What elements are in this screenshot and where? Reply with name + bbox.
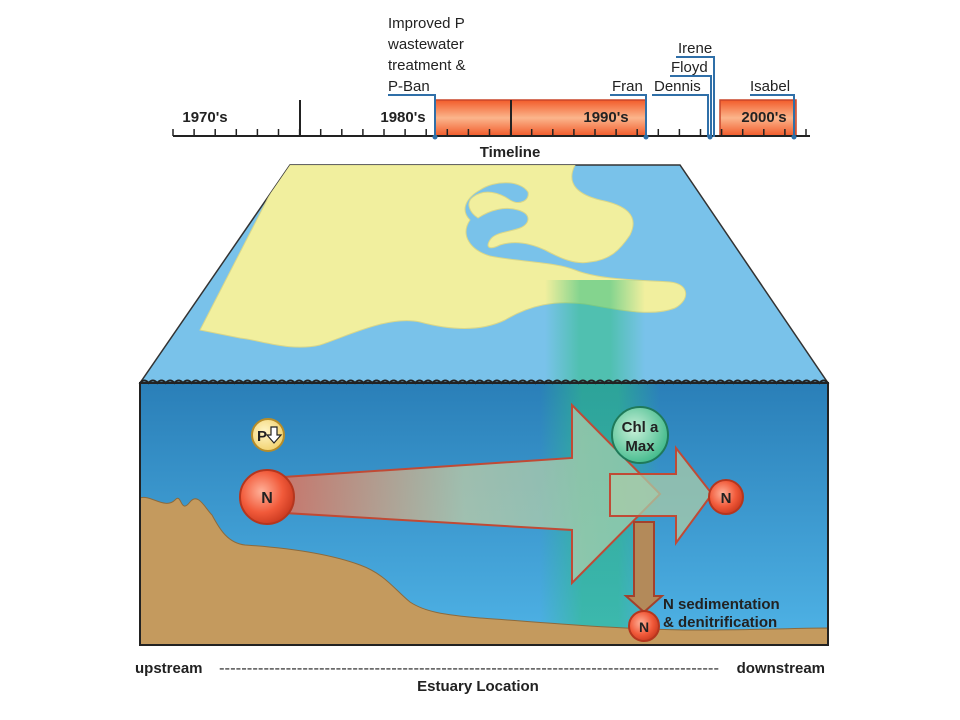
sediment-bed — [139, 496, 829, 646]
nitrogen-sediment-label: N — [639, 619, 649, 635]
map-bloom — [545, 280, 645, 383]
estuary-cross-section: N N N P Chl a Max N sedimentation & deni… — [139, 379, 829, 646]
estuary-map — [138, 164, 830, 384]
sedimentation-label-line-1: N sedimentation — [663, 596, 780, 613]
hurricane-isabel-dot — [791, 134, 797, 140]
chl-a-max: Chl a Max — [611, 406, 669, 464]
p-event-bracket — [388, 94, 436, 137]
hurricane-isabel-bracket — [750, 94, 795, 137]
decade-label-1990s: 1990's — [583, 109, 628, 126]
timeline: 1970's 1980's 1990's 2000's Timeline Imp… — [172, 15, 810, 161]
p-event-line-1: Improved P — [388, 15, 465, 32]
hurricane-isabel-label: Isabel — [750, 78, 790, 95]
sedimentation-label-line-2: & denitrification — [663, 614, 777, 631]
nitrogen-flow-arrow — [267, 402, 662, 586]
p-event-line-3: treatment & — [388, 57, 466, 74]
hurricane-floyd-label: Floyd — [671, 59, 708, 76]
chl-label-line-2: Max — [625, 438, 655, 455]
axis-upstream-label: upstream — [135, 660, 203, 677]
down-arrow-icon — [265, 426, 283, 444]
p-event-line-2: wastewater — [387, 36, 464, 53]
decade-label-1980s: 1980's — [380, 109, 425, 126]
p-event-annotation: Improved P wastewater treatment & P-Ban — [387, 15, 466, 140]
timeline-bar-2000s — [719, 99, 797, 137]
hurricane-irene-label: Irene — [678, 40, 712, 57]
hurricane-fran-dot — [643, 134, 649, 140]
timeline-ticks — [172, 129, 807, 136]
nitrogen-upstream: N — [239, 469, 295, 525]
axis-downstream-label: downstream — [737, 660, 825, 677]
cross-section-frame — [139, 382, 829, 646]
phosphorus-reduction: P — [251, 418, 285, 452]
p-event-line-4: P-Ban — [388, 78, 430, 95]
nitrogen-upstream-label: N — [261, 490, 273, 507]
hurricane-markers — [610, 56, 795, 137]
phosphorus-label: P — [257, 428, 267, 445]
hurricane-fran-label: Fran — [612, 78, 643, 95]
decade-label-2000s: 2000's — [741, 109, 786, 126]
p-event-dot — [432, 134, 438, 140]
hurricane-fran-bracket — [610, 94, 647, 137]
nitrogen-downstream: N — [708, 479, 744, 515]
hurricane-floyd-bracket — [670, 75, 712, 137]
axis-title: Estuary Location — [417, 678, 539, 695]
hurricane-dennis-dot — [707, 134, 713, 140]
hurricane-dennis-label: Dennis — [654, 78, 701, 95]
location-axis: upstream -------------------------------… — [135, 660, 825, 695]
timeline-title: Timeline — [480, 144, 541, 161]
hurricane-irene-bracket — [676, 56, 715, 137]
nitrogen-downstream-label: N — [721, 490, 732, 507]
axis-dashes: ----------------------------------------… — [219, 660, 719, 677]
downstream-arrow — [609, 445, 714, 547]
chl-label-line-1: Chl a — [622, 419, 659, 436]
sedimentation-arrow — [623, 521, 665, 614]
nitrogen-sediment: N — [628, 610, 660, 642]
decade-label-1970s: 1970's — [182, 109, 227, 126]
hurricane-dennis-bracket — [652, 94, 709, 137]
